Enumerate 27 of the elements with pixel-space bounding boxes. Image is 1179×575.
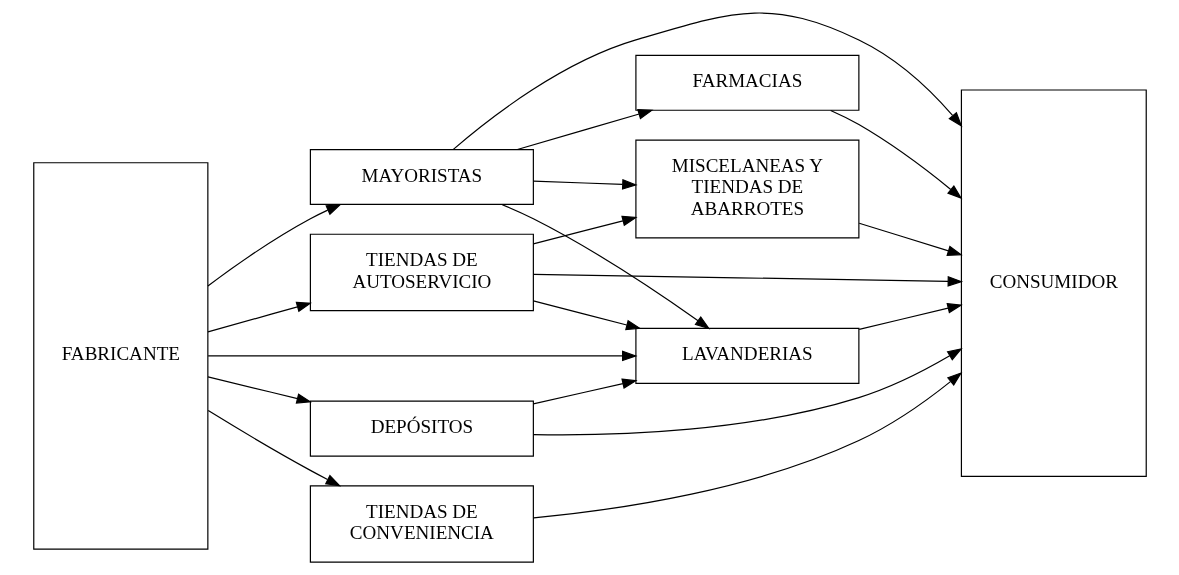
node-box: MAYORISTAS	[309, 149, 534, 206]
node-box: FABRICANTE	[32, 162, 208, 550]
arrow	[532, 178, 638, 190]
arrow	[858, 222, 963, 256]
arrow	[532, 371, 962, 519]
arrow	[858, 303, 963, 331]
arrow	[452, 12, 962, 150]
node-box: CONSUMIDOR	[960, 89, 1147, 477]
arrow	[532, 273, 963, 287]
node-box: LAVANDERIAS	[634, 327, 859, 384]
arrow	[207, 410, 341, 487]
arrow	[532, 348, 963, 436]
arrow	[532, 300, 641, 331]
arrow	[532, 215, 638, 245]
arrow	[206, 301, 312, 333]
node-box: MISCELANEAS Y TIENDAS DE ABARROTES	[634, 139, 859, 239]
arrow	[207, 350, 638, 362]
node-box: TIENDAS DE CONVENIENCIA	[309, 485, 534, 563]
arrow	[516, 109, 653, 151]
node-box: TIENDAS DE AUTOSERVICIO	[309, 233, 534, 312]
node-box: DEPÓSITOS	[309, 400, 534, 457]
arrow	[829, 109, 962, 200]
arrow	[532, 378, 638, 405]
arrow	[501, 204, 710, 330]
arrow	[206, 376, 312, 404]
node-box: FARMACIAS	[634, 54, 859, 111]
arrow	[206, 203, 342, 287]
